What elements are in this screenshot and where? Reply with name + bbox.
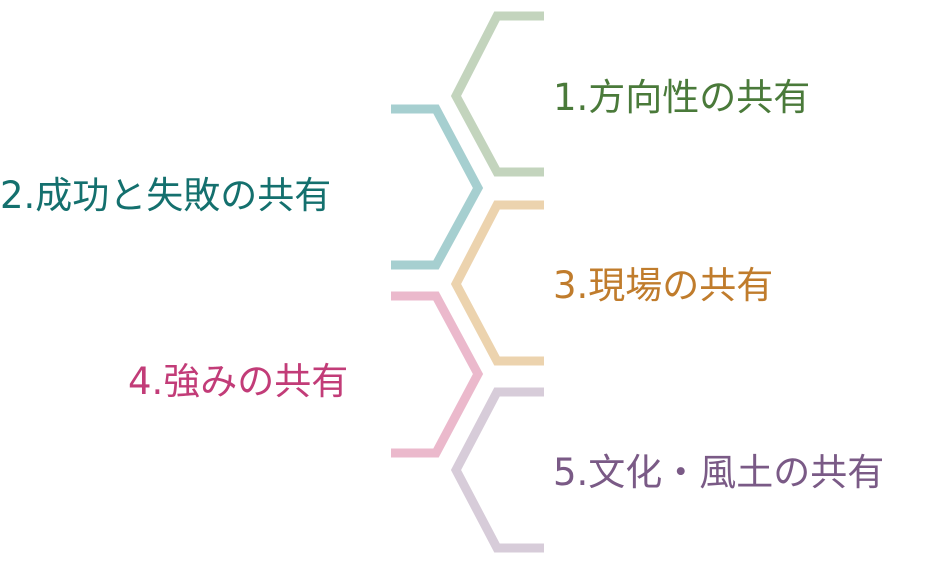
bracket-item-3 (450, 200, 544, 366)
bracket-item-2 (391, 104, 484, 270)
bracket-item-1 (450, 11, 544, 177)
bracket-item-5 (450, 387, 544, 553)
label-item-5: 5.文化・風土の共有 (553, 451, 884, 494)
label-item-3: 3.現場の共有 (553, 264, 773, 307)
label-item-1: 1.方向性の共有 (553, 76, 810, 119)
label-item-2: 2.成功と失敗の共有 (0, 174, 331, 217)
bracket-item-4 (391, 291, 484, 458)
label-item-4: 4.強みの共有 (128, 360, 348, 403)
